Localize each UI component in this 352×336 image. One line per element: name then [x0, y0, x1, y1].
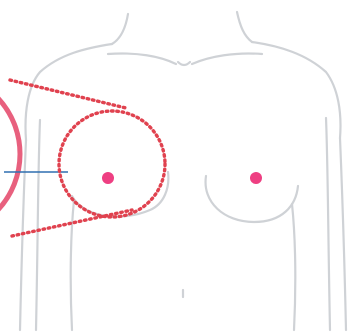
neck-left-line: [112, 14, 128, 44]
right-underarm-line: [326, 118, 330, 330]
right-arm-outline: [340, 138, 346, 330]
right-clavicle-line: [192, 53, 262, 64]
right-nipple-dot: [250, 172, 262, 184]
neck-right-line: [237, 12, 252, 42]
sternal-notch: [178, 62, 190, 65]
torso-outline: [20, 12, 346, 330]
left-body-side-line: [71, 200, 74, 330]
left-underarm-line: [36, 120, 40, 330]
left-clavicle-line: [108, 53, 176, 64]
right-body-side-line: [292, 204, 295, 330]
left-nipple-dot: [102, 172, 114, 184]
right-breast-curve: [206, 176, 298, 222]
left-shoulder-line: [26, 44, 112, 140]
highlight-dotted-circle: [59, 111, 165, 217]
zoom-ring: [0, 72, 20, 236]
